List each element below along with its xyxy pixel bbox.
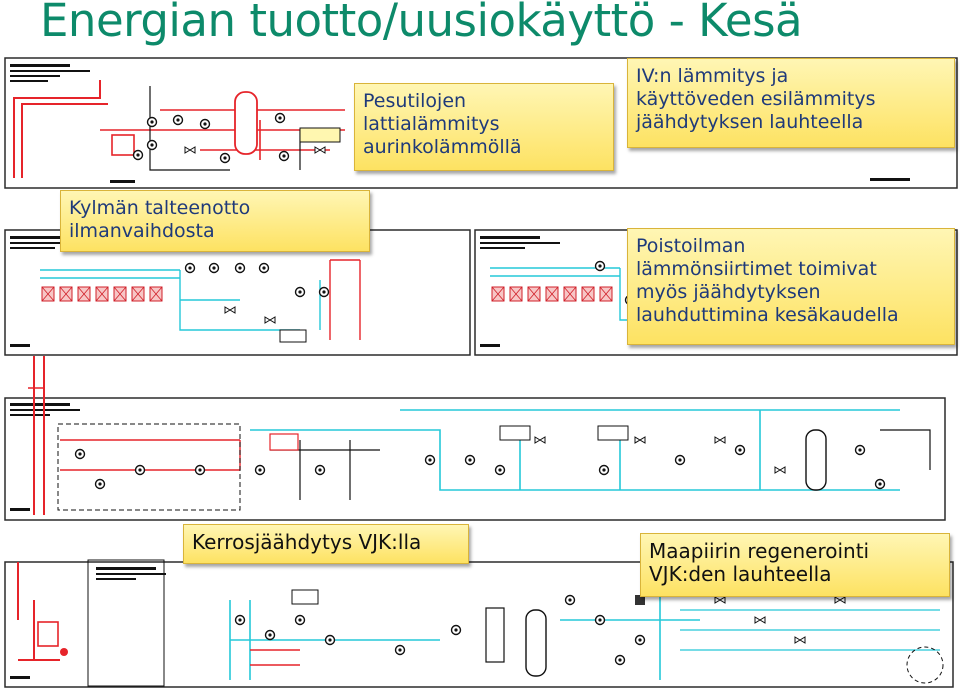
drawing-sheet-4 xyxy=(4,356,946,521)
callout-kylman-talteenotto: Kylmän talteenotto ilmanvaihdosta xyxy=(60,190,370,252)
callout-line: Pesutilojen xyxy=(363,90,467,112)
callout-poistoilman: Poistoilman lämmönsiirtimet toimivat myö… xyxy=(627,228,955,345)
callout-line: jäähdytyksen lauhteella xyxy=(636,111,864,133)
page-title: Energian tuotto/uusiokäyttö - Kesä xyxy=(40,0,803,47)
callout-line: lämmönsiirtimet toimivat xyxy=(636,258,877,280)
callout-line: käyttöveden esilämmitys xyxy=(636,88,876,110)
callout-line: lattialämmitys xyxy=(363,113,500,135)
callout-line: VJK:den lauhteella xyxy=(649,562,832,586)
callout-line: myös jäähdytyksen xyxy=(636,281,821,303)
callout-iv-lammitys: IV:n lämmitys ja käyttöveden esilämmitys… xyxy=(627,58,955,148)
callout-line: ilmanvaihdosta xyxy=(69,220,215,242)
callout-line: Kerrosjäähdytys VJK:lla xyxy=(192,530,422,554)
callout-line: aurinkolämmöllä xyxy=(363,136,522,158)
callout-line: Kylmän talteenotto xyxy=(69,197,251,219)
callout-maapiirin-regenerointi: Maapiirin regenerointi VJK:den lauhteell… xyxy=(640,533,950,597)
callout-pesutilojen: Pesutilojen lattialämmitys aurinkolämmöl… xyxy=(354,83,614,171)
callout-line: lauhduttimina kesäkaudella xyxy=(636,304,899,326)
callout-kerrosjaahdytys: Kerrosjäähdytys VJK:lla xyxy=(183,524,469,564)
callout-line: Maapiirin regenerointi xyxy=(649,539,870,563)
callout-line: Poistoilman xyxy=(636,235,746,257)
callout-line: IV:n lämmitys ja xyxy=(636,65,789,87)
